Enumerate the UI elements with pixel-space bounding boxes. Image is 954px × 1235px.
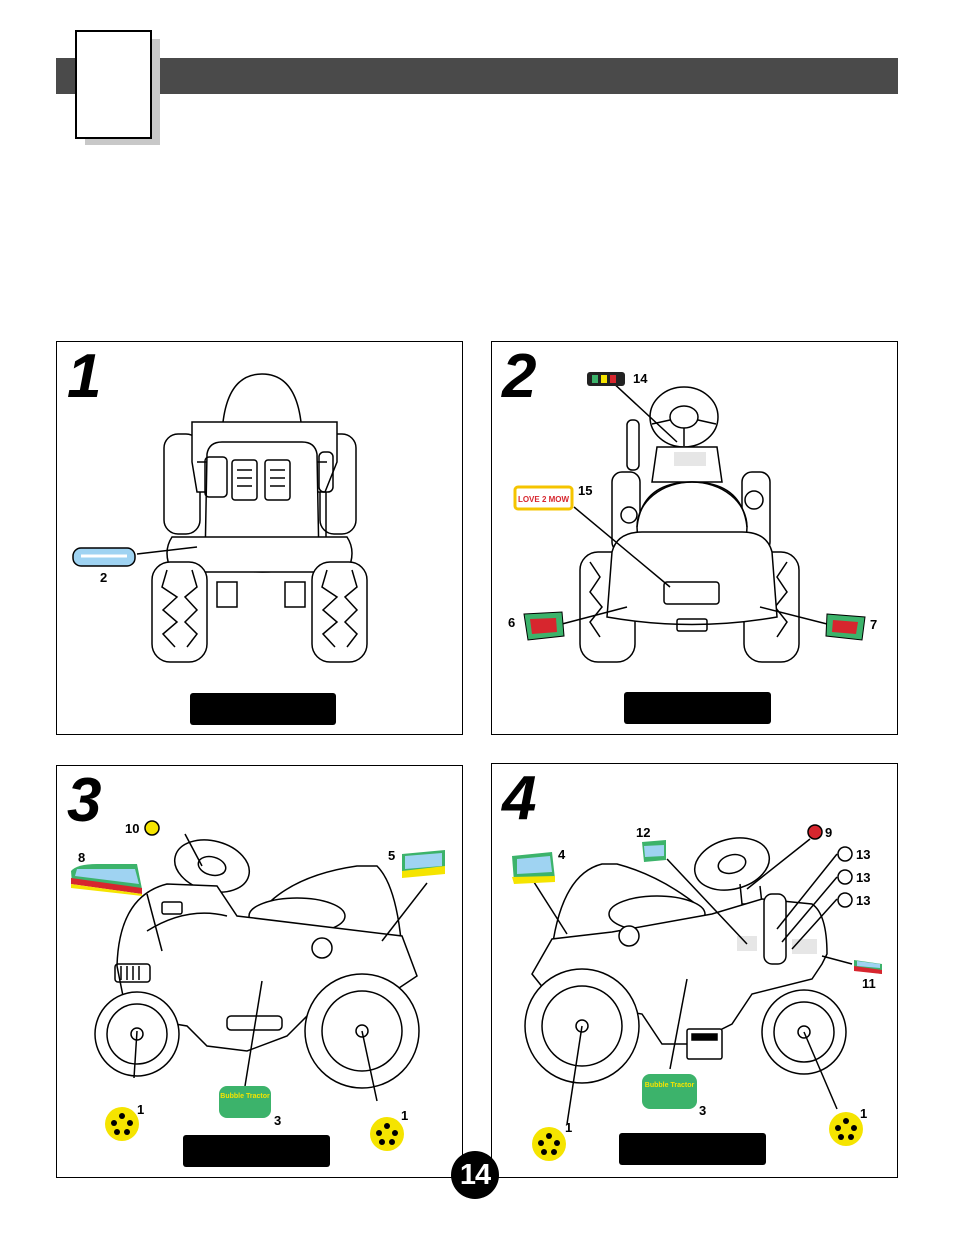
decal-text-love-2-mow: LOVE 2 MOW xyxy=(518,495,570,504)
decal-label: 1 xyxy=(401,1108,409,1123)
decal-label: 6 xyxy=(508,615,516,630)
decal-label: 15 xyxy=(578,483,593,498)
view-label-bar xyxy=(190,693,336,725)
step-number: 2 xyxy=(502,342,537,411)
header-bar xyxy=(56,58,898,94)
step-panel-4: 4 xyxy=(491,763,898,1178)
tractor-right-side-illustration: Bubble Tractor xyxy=(512,824,882,1161)
decal-label: 10 xyxy=(125,821,140,836)
decal-label: 14 xyxy=(633,371,648,386)
hub-cap-decal xyxy=(532,1127,566,1161)
page-number-badge: 14 xyxy=(451,1151,499,1199)
step-panel-3: 3 xyxy=(56,765,463,1178)
decal-label: 1 xyxy=(565,1120,573,1135)
view-label-bar xyxy=(183,1135,330,1167)
step-number: 4 xyxy=(502,764,537,833)
hub-cap-decal xyxy=(105,1107,139,1141)
decal-label: 8 xyxy=(78,850,86,865)
header-box xyxy=(75,30,152,139)
decal-label: 5 xyxy=(388,848,396,863)
decal-label: 9 xyxy=(825,825,833,840)
decal-label: 13 xyxy=(856,870,871,885)
view-label-bar xyxy=(624,692,771,724)
decal-text-bubble-tractor: Bubble Tractor xyxy=(220,1093,270,1100)
decal-label: 13 xyxy=(856,847,871,862)
decal-label: 11 xyxy=(862,976,876,991)
step-panel-1: 1 xyxy=(56,341,463,735)
step-number: 3 xyxy=(67,766,102,835)
decal-text-bubble-tractor: Bubble Tractor xyxy=(645,1082,695,1089)
hub-cap-decal xyxy=(370,1117,404,1151)
hub-cap-decal xyxy=(829,1112,863,1146)
decal-label: 3 xyxy=(274,1113,282,1128)
tractor-front-illustration xyxy=(72,373,368,663)
view-label-bar xyxy=(619,1133,766,1165)
tractor-left-side-illustration: Bubble Tractor xyxy=(71,820,445,1151)
decal-label: 7 xyxy=(870,617,878,632)
decal-label: 13 xyxy=(856,893,871,908)
decal-label: 3 xyxy=(699,1103,707,1118)
step-number: 1 xyxy=(67,342,102,411)
decal-label: 4 xyxy=(558,847,566,862)
tractor-rear-illustration: LOVE 2 MOW xyxy=(513,372,866,663)
decal-label: 1 xyxy=(860,1106,868,1121)
step-panel-2: 2 xyxy=(491,341,898,735)
decal-label: 12 xyxy=(636,825,651,840)
decal-label: 1 xyxy=(137,1102,145,1117)
decal-label: 2 xyxy=(100,570,108,585)
